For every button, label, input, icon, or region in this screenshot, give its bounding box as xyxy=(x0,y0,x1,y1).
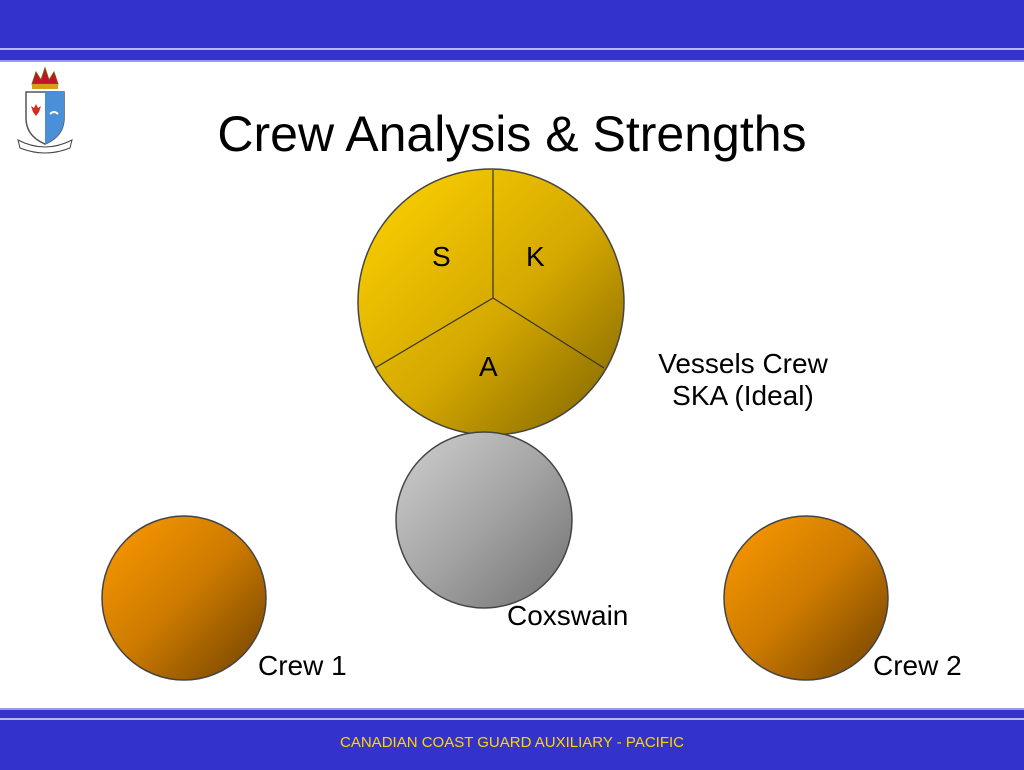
coxswain-circle xyxy=(395,431,573,609)
ska-segment-a: A xyxy=(479,351,498,382)
ska-segment-k: K xyxy=(526,241,545,272)
ska-divider-left xyxy=(374,297,494,369)
coast-guard-crest-icon xyxy=(17,66,73,154)
bottom-band-rule xyxy=(0,718,1024,720)
ska-circle xyxy=(357,168,625,436)
footer-text: CANADIAN COAST GUARD AUXILIARY - PACIFIC xyxy=(340,734,684,751)
top-band-rule xyxy=(0,48,1024,50)
coxswain-label: Coxswain xyxy=(507,600,629,631)
crew2-circle xyxy=(723,515,889,681)
crew1-circle xyxy=(101,515,267,681)
ska-caption-line2: SKA (Ideal) xyxy=(672,380,814,411)
slide-title: Crew Analysis & Strengths xyxy=(217,106,807,162)
ska-segment-s: S xyxy=(432,241,451,272)
ska-caption-line1: Vessels Crew xyxy=(658,348,828,379)
bottom-band: CANADIAN COAST GUARD AUXILIARY - PACIFIC xyxy=(0,708,1024,770)
top-band xyxy=(0,0,1024,62)
ska-divider-right xyxy=(492,297,605,369)
ska-caption: Vessels Crew SKA (Ideal) xyxy=(630,348,856,412)
crew1-label: Crew 1 xyxy=(258,650,347,681)
crew2-label: Crew 2 xyxy=(873,650,962,681)
